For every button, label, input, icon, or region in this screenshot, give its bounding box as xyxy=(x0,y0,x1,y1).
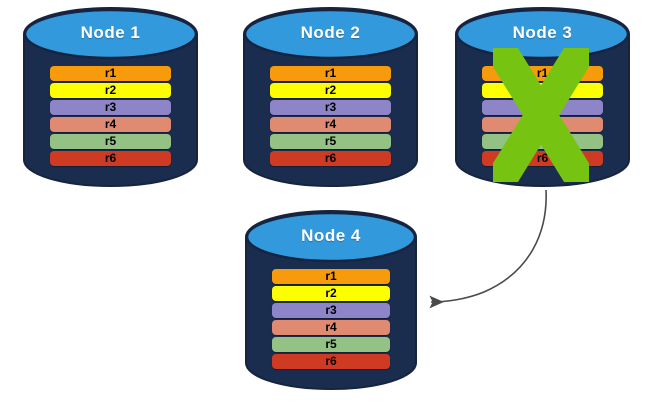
row-list: r1 r2 r3 r4 r5 r6 xyxy=(245,269,417,369)
replication-arrow xyxy=(429,189,547,309)
row-bar-r6[interactable]: r6 xyxy=(482,151,603,166)
row-bar-r2[interactable]: r2 xyxy=(270,83,391,98)
row-list: r1 r2 r3 r4 r5 r6 xyxy=(23,66,198,166)
row-bar-r1[interactable]: r1 xyxy=(50,66,171,81)
row-bar-r6[interactable]: r6 xyxy=(50,151,171,166)
row-bar-r2[interactable]: r2 xyxy=(50,83,171,98)
cylinder-top xyxy=(243,8,418,60)
row-bar-r3[interactable]: r3 xyxy=(50,100,171,115)
cylinder-top xyxy=(455,8,630,60)
row-bar-r5[interactable]: r5 xyxy=(50,134,171,149)
row-bar-r1[interactable]: r1 xyxy=(270,66,391,81)
row-list: r1 r2 r3 r4 r5 r6 xyxy=(455,66,630,166)
row-bar-r4[interactable]: r4 xyxy=(50,117,171,132)
cylinder-top xyxy=(245,211,417,263)
row-bar-r1[interactable]: r1 xyxy=(482,66,603,81)
row-bar-r5[interactable]: r5 xyxy=(482,134,603,149)
row-bar-r6[interactable]: r6 xyxy=(270,151,391,166)
row-list: r1 r2 r3 r4 r5 r6 xyxy=(243,66,418,166)
row-bar-r3[interactable]: r3 xyxy=(482,100,603,115)
row-bar-r3[interactable]: r3 xyxy=(272,303,390,318)
row-bar-r5[interactable]: r5 xyxy=(270,134,391,149)
row-bar-r1[interactable]: r1 xyxy=(272,269,390,284)
row-bar-r2[interactable]: r2 xyxy=(482,83,603,98)
row-bar-r2[interactable]: r2 xyxy=(272,286,390,301)
row-bar-r4[interactable]: r4 xyxy=(482,117,603,132)
row-bar-r4[interactable]: r4 xyxy=(270,117,391,132)
row-bar-r5[interactable]: r5 xyxy=(272,337,390,352)
row-bar-r4[interactable]: r4 xyxy=(272,320,390,335)
row-bar-r3[interactable]: r3 xyxy=(270,100,391,115)
cylinder-top xyxy=(23,8,198,60)
row-bar-r6[interactable]: r6 xyxy=(272,354,390,369)
